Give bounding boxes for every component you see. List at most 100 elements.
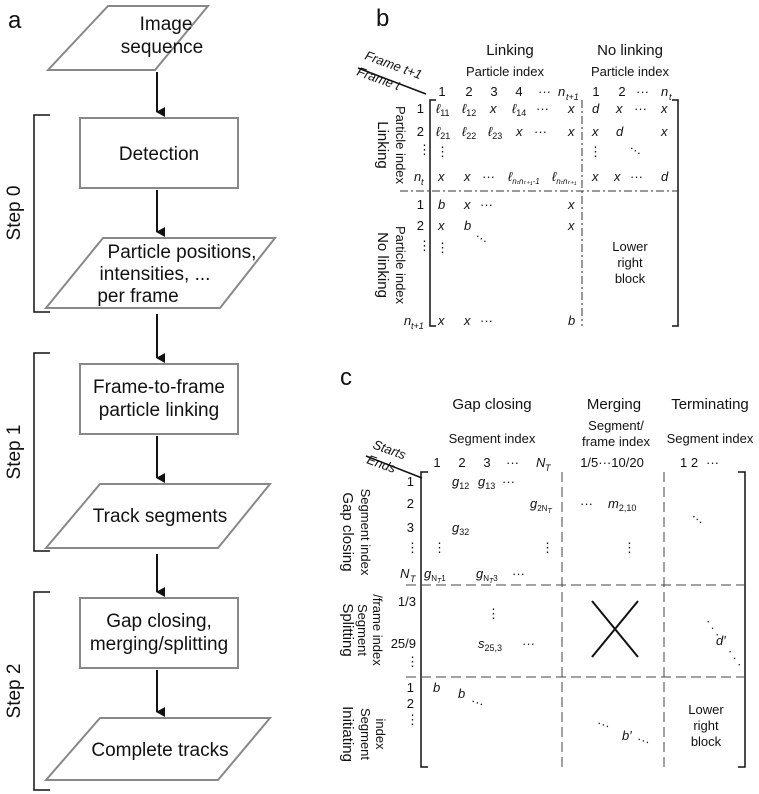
c-cell-b: b: [433, 680, 440, 695]
c-row-idx-vdots: ⋮: [406, 540, 419, 555]
image-sequence-line1: Image: [140, 14, 193, 35]
b-cell-l23: ℓ23: [488, 124, 502, 141]
c-col-idx-term-dots: ···: [706, 455, 719, 470]
track-segments-label: Track segments: [93, 506, 227, 527]
detection-box: [79, 117, 239, 189]
b-cell-dots: ···: [482, 169, 495, 184]
c-row-group-split: Splitting: [339, 603, 356, 656]
c-col-idx-3: 3: [483, 455, 490, 470]
b-cell-dots: ···: [534, 124, 547, 139]
b-cell-dots: ···: [480, 197, 493, 212]
b-row-idx-nl-n-sub: t+1: [411, 321, 424, 331]
c-cell-g13: g13: [478, 474, 495, 491]
b-row-idx-nl-1: 1: [417, 197, 424, 212]
c-cell-g2N: g2NT: [530, 496, 552, 515]
step0-bracket: [33, 114, 50, 313]
image-sequence-line2: sequence: [121, 37, 203, 58]
c-bracket-right: [738, 471, 746, 768]
c-col-idx-N: N: [536, 455, 546, 470]
b-cell-dots: ···: [536, 101, 549, 116]
c-row-idx-split-1: 1/3: [398, 594, 416, 609]
detection-label: Detection: [119, 144, 199, 165]
b-cell-x: x: [567, 124, 575, 139]
b-cell-dots: ···: [480, 313, 493, 328]
c-row-idx-3: 3: [407, 520, 414, 535]
b-cell-x: x: [489, 101, 497, 116]
b-row-idx-nl-vdots: ⋮: [418, 238, 431, 253]
b-cell-x: x: [437, 313, 445, 328]
frame-linking-line2: particle linking: [99, 400, 219, 421]
b-row-sub-nolinking: Particle index: [393, 226, 408, 305]
b-col-idx-4: 4: [515, 84, 522, 99]
b-cell-l12: ℓ12: [462, 101, 476, 118]
c-cell-g32: g32: [452, 520, 469, 537]
c-cell-dots: ···: [522, 636, 535, 651]
panel-label-a: a: [8, 7, 22, 34]
gap-closing-line2: merging/splitting: [90, 634, 228, 655]
b-cell-ddots: ···: [472, 228, 491, 248]
b-cell-ddots: ···: [626, 140, 645, 160]
c-cell-dots: ···: [512, 566, 525, 581]
b-col-sub-linking: Particle index: [466, 64, 545, 79]
b-cell-x: x: [463, 197, 471, 212]
c-row-idx-init-vdots: ⋮: [406, 712, 419, 727]
b-cell-l14: ℓ14: [512, 101, 526, 118]
c-corner-line: [365, 455, 423, 479]
b-cell-vdots: ⋮: [589, 144, 602, 159]
step2-label: Step 2: [4, 664, 25, 719]
c-cell-b: b: [458, 686, 465, 701]
b-cell-x: x: [591, 169, 599, 184]
b-cell-d: d: [661, 169, 669, 184]
c-row-group-init: Initiating: [339, 706, 356, 762]
b-cell-b: b: [568, 313, 575, 328]
c-cell-gN1: gNT1: [424, 566, 446, 585]
b-cell-b: b: [464, 218, 471, 233]
b-cell-l-n: ℓnₜnₜ₊₁-1: [508, 169, 540, 186]
b-cell-l-nn: ℓnₜnₜ₊₁: [552, 169, 577, 186]
c-row-sub-split-2: /frame index: [370, 594, 385, 666]
b-col-idx-2: 2: [465, 84, 472, 99]
c-row-sub-gap: Segment index: [358, 489, 373, 576]
b-col-idx-nl-dots: ···: [636, 84, 649, 99]
b-col-idx-3: 3: [490, 84, 497, 99]
b-cell-x: x: [515, 124, 523, 139]
b-row-idx-nl-n: n: [404, 313, 411, 328]
c-row-idx-split-2: 25/9: [391, 636, 416, 651]
b-cell-x: x: [567, 101, 575, 116]
b-corner-line: [357, 67, 427, 95]
b-cell-l22: ℓ22: [462, 124, 476, 141]
c-lower-right-2: right: [693, 718, 719, 733]
b-cell-d: d: [592, 101, 600, 116]
b-row-idx-vdots: ⋮: [418, 142, 431, 157]
b-cell-x: x: [613, 169, 621, 184]
b-cell-d: d: [616, 124, 624, 139]
b-cell-x: x: [567, 197, 575, 212]
b-cell-dots: ···: [630, 169, 643, 184]
c-cell-ddots: ···: [595, 715, 612, 734]
b-row-idx-1: 1: [417, 101, 424, 116]
b-col-idx-nl-2: 2: [618, 84, 625, 99]
c-col-sub-term: Segment index: [667, 431, 754, 446]
step1-bracket: [33, 352, 50, 552]
particle-info-line3: per frame: [97, 286, 178, 307]
c-cell-ddots: ···: [469, 693, 486, 712]
c-col-idx-merge: 1/5···10/20: [580, 455, 644, 470]
b-col-idx-nl-n: n: [661, 84, 668, 99]
b-col-group-linking: Linking: [486, 42, 534, 59]
c-col-idx-term: 1 2: [680, 455, 698, 470]
b-cell-x: x: [591, 124, 599, 139]
image-sequence-shape: [45, 5, 211, 71]
b-cell-x: x: [463, 169, 471, 184]
b-cell-l11: ℓ11: [436, 101, 450, 118]
frame-linking-box: [79, 363, 239, 435]
c-lower-right-1: Lower: [688, 702, 724, 717]
c-cell-ddots: ···: [688, 509, 708, 529]
c-bracket-left: [420, 471, 428, 768]
c-cell-gN3: gNT3: [476, 566, 498, 585]
step1-label: Step 1: [4, 425, 25, 480]
c-cell-ddots: · · ·: [724, 645, 748, 670]
c-cell-dprime: d′: [716, 633, 726, 648]
c-row-idx-N-sub: T: [410, 574, 417, 584]
b-lower-right-3: block: [615, 271, 646, 286]
